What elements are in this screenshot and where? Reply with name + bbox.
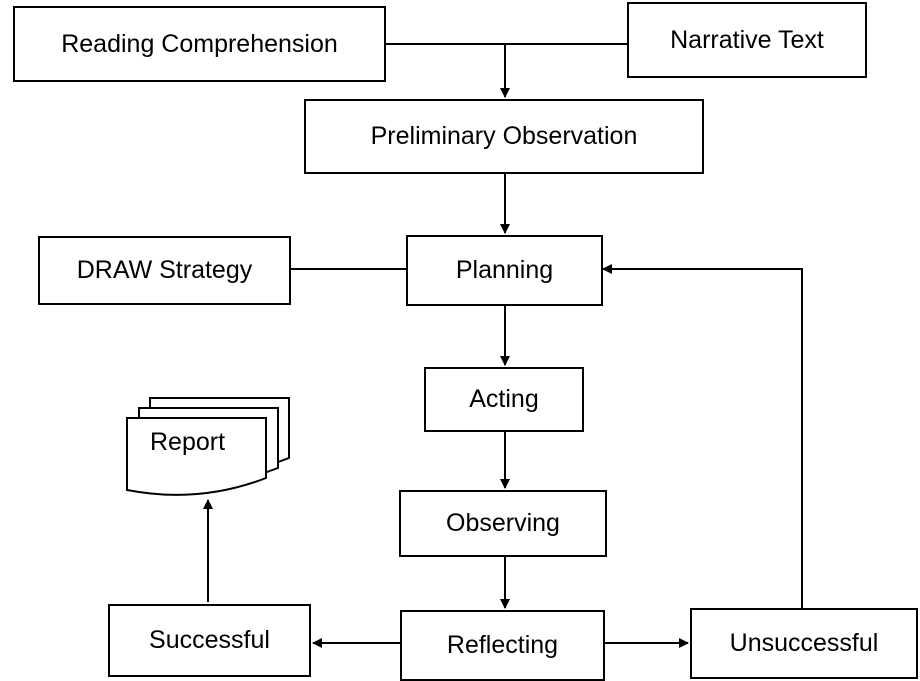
reading-comprehension-label: Reading Comprehension	[61, 29, 338, 58]
observing-box: Observing	[399, 490, 607, 557]
arrow-unsuccessful-planning	[602, 264, 803, 608]
reflecting-box: Reflecting	[400, 610, 605, 681]
unsuccessful-box: Unsuccessful	[690, 608, 918, 679]
successful-box: Successful	[108, 604, 311, 677]
draw-strategy-label: DRAW Strategy	[76, 256, 253, 284]
preliminary-observation-box: Preliminary Observation	[304, 99, 704, 174]
acting-box: Acting	[424, 367, 584, 432]
report-label: Report	[150, 428, 226, 456]
draw-strategy-box: DRAW Strategy	[38, 236, 291, 305]
reflecting-label: Reflecting	[446, 631, 559, 659]
preliminary-observation-label: Preliminary Observation	[370, 122, 638, 150]
narrative-text-box: Narrative Text	[627, 2, 867, 78]
acting-label: Acting	[469, 385, 539, 413]
reading-comprehension-box: Reading Comprehension	[13, 6, 386, 82]
planning-box: Planning	[406, 235, 603, 306]
observing-label: Observing	[446, 509, 560, 537]
report-document-icon	[126, 397, 290, 496]
narrative-text-label: Narrative Text	[670, 25, 824, 54]
unsuccessful-label: Unsuccessful	[729, 629, 879, 657]
successful-label: Successful	[149, 626, 270, 654]
planning-label: Planning	[455, 256, 554, 284]
